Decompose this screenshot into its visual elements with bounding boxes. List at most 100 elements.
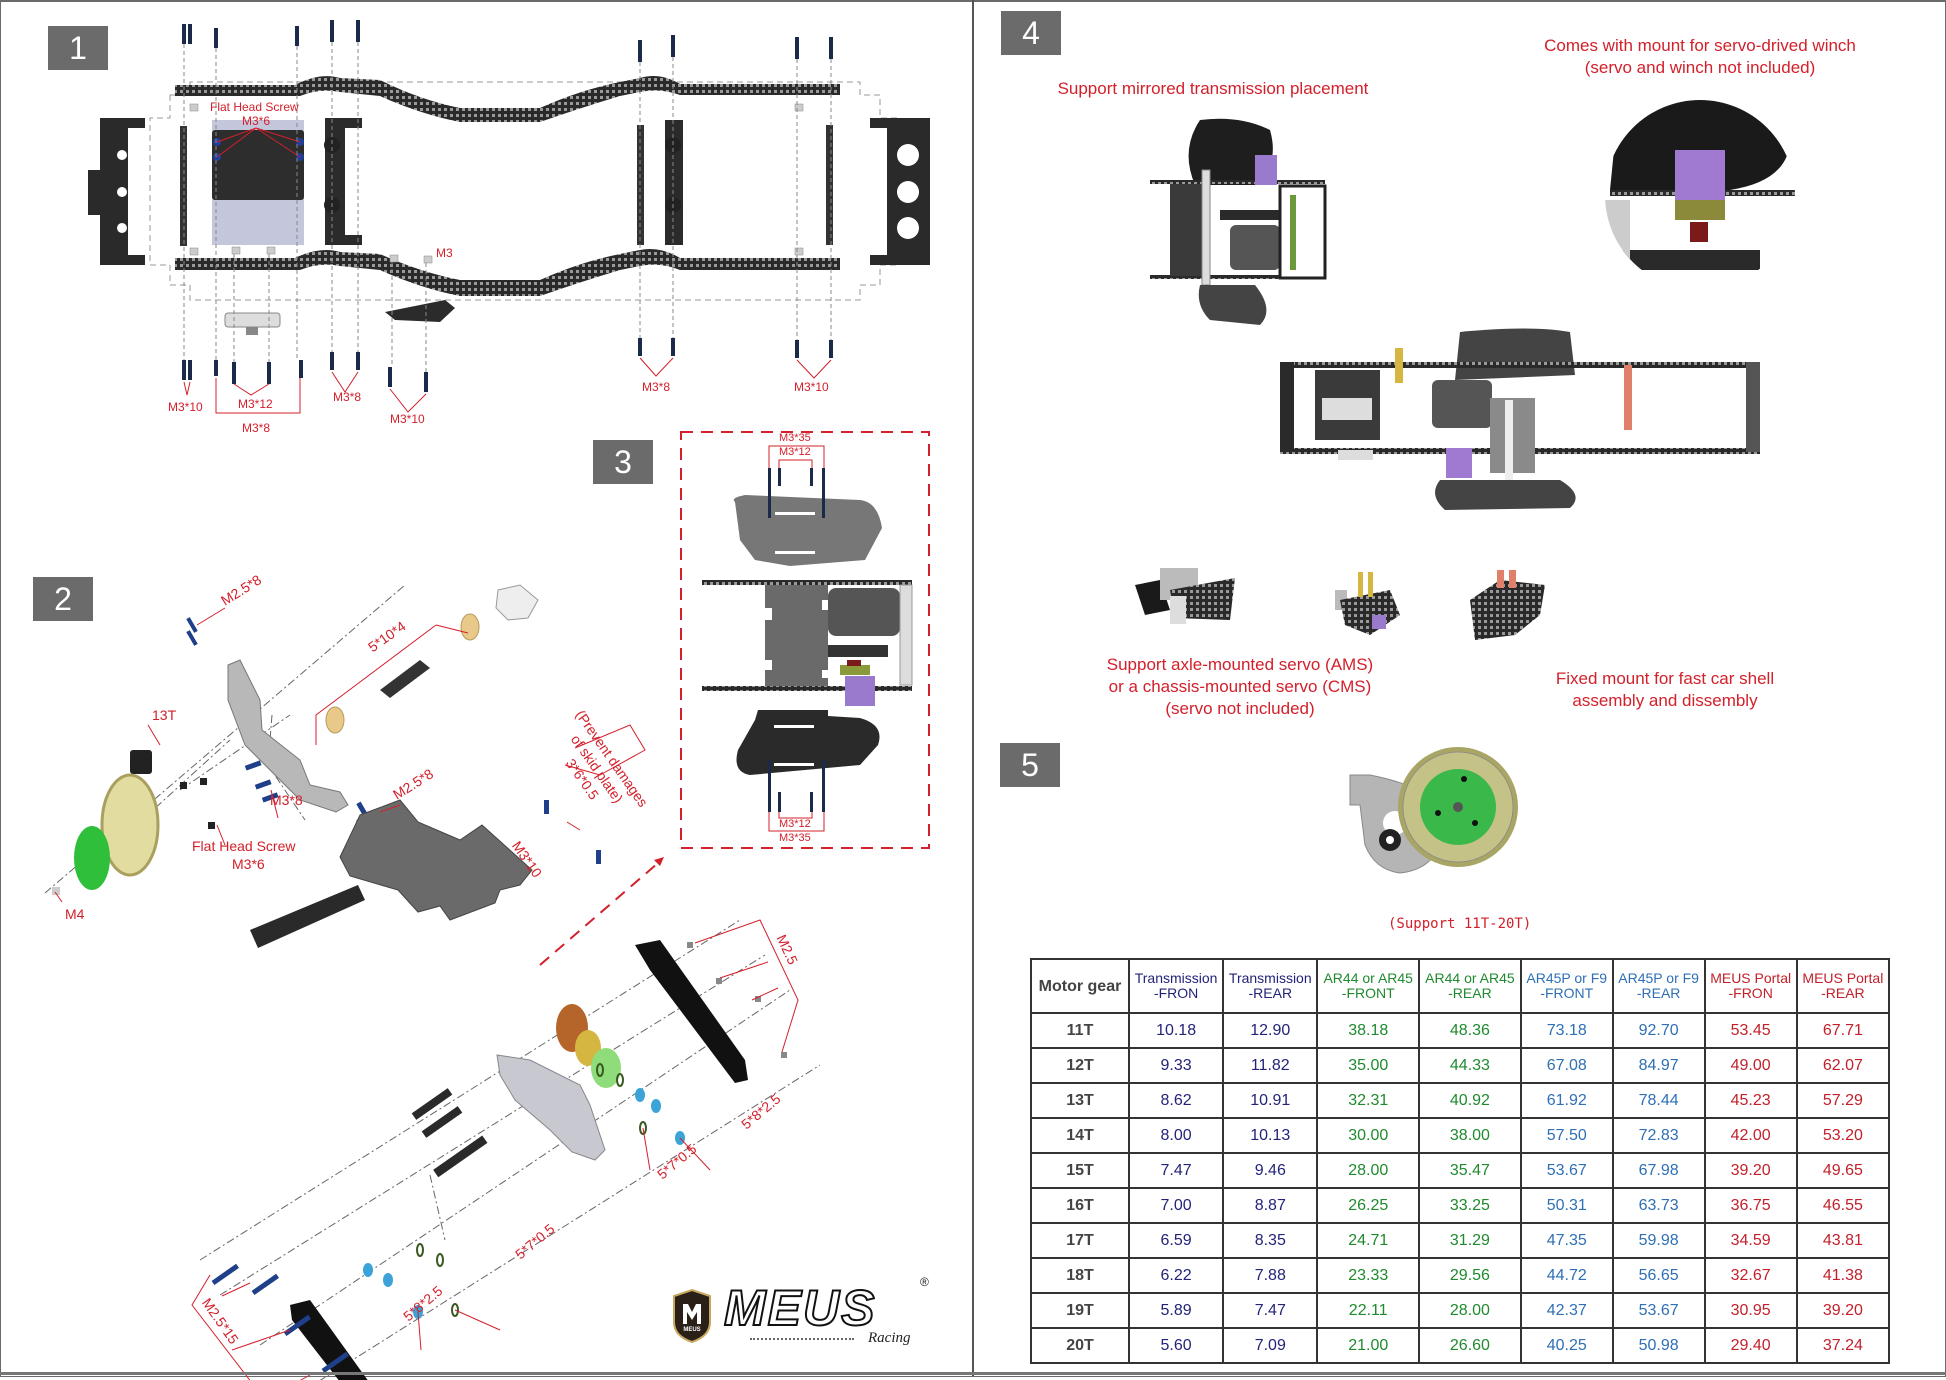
driveshaft xyxy=(250,885,365,948)
cell-meus-portal-rear: 41.38 xyxy=(1795,1257,1891,1294)
output-shaft xyxy=(380,660,430,698)
motor xyxy=(828,588,900,636)
cell-ar45p-rear: 92.70 xyxy=(1611,1012,1706,1049)
transfer-plate-front xyxy=(290,1300,368,1380)
cell-meus-portal-front: 53.45 xyxy=(1703,1012,1798,1049)
cell-transmission-rear: 10.91 xyxy=(1222,1082,1319,1119)
header-line1: MEUS Portal xyxy=(1802,970,1884,986)
cell-ar45p-front: 44.72 xyxy=(1519,1257,1614,1294)
cell-ar44-rear: 38.00 xyxy=(1418,1117,1522,1154)
cell-meus-portal-rear: 37.24 xyxy=(1795,1327,1891,1364)
header-ar44-rear: AR44 or AR45-REAR xyxy=(1418,958,1522,1014)
header-motor-gear: Motor gear xyxy=(1030,958,1130,1014)
cell-transmission-front: 7.00 xyxy=(1127,1187,1225,1224)
header-line2: -FRON xyxy=(1728,985,1773,1001)
header-line1: AR44 or AR45 xyxy=(1323,970,1413,986)
cell-motor-gear: 17T xyxy=(1030,1222,1130,1259)
cell-ar45p-front: 47.35 xyxy=(1519,1222,1614,1259)
cell-transmission-front: 5.60 xyxy=(1127,1327,1225,1364)
cell-meus-portal-front: 30.95 xyxy=(1703,1292,1798,1329)
header-ar44-front: AR44 or AR45-FRONT xyxy=(1316,958,1421,1014)
step-badge-5: 5 xyxy=(1000,743,1060,787)
logo-speed-lines xyxy=(750,1338,854,1344)
cell-meus-portal-rear: 43.81 xyxy=(1795,1222,1891,1259)
cell-transmission-rear: 11.82 xyxy=(1222,1047,1319,1084)
cell-ar45p-rear: 56.65 xyxy=(1611,1257,1706,1294)
cell-ar44-rear: 29.56 xyxy=(1418,1257,1522,1294)
header-line1: MEUS Portal xyxy=(1710,970,1792,986)
skid-bracket xyxy=(385,300,455,322)
caption-winch-mount: Comes with mount for servo-drived winch … xyxy=(1520,35,1880,79)
cell-ar44-front: 38.18 xyxy=(1316,1012,1421,1049)
header-transmission-rear: Transmission-REAR xyxy=(1222,958,1319,1014)
step5-gear-mount-image xyxy=(1349,747,1518,874)
cell-ar44-rear: 40.92 xyxy=(1418,1082,1522,1119)
page-bottom-rule xyxy=(0,1372,1946,1375)
step-badge-1: 1 xyxy=(48,26,108,70)
cell-ar45p-front: 53.67 xyxy=(1519,1152,1614,1189)
header-line1: Motor gear xyxy=(1038,977,1122,995)
caption-servo-line1: Support axle-mounted servo (AMS) xyxy=(1106,655,1374,674)
step4-shell-mount-image-left xyxy=(1335,572,1400,635)
cell-ar45p-front: 67.08 xyxy=(1519,1047,1614,1084)
cell-ar45p-front: 42.37 xyxy=(1519,1292,1614,1329)
bearing-5x10x4 xyxy=(325,706,345,734)
cell-meus-portal-rear: 57.29 xyxy=(1795,1082,1891,1119)
cell-meus-portal-rear: 46.55 xyxy=(1795,1187,1891,1224)
cell-ar44-rear: 48.36 xyxy=(1418,1012,1522,1049)
cell-meus-portal-rear: 67.71 xyxy=(1795,1012,1891,1049)
cell-ar44-front: 26.25 xyxy=(1316,1187,1421,1224)
cell-ar45p-rear: 63.73 xyxy=(1611,1187,1706,1224)
header-line2: -FRONT xyxy=(1341,985,1395,1001)
header-line2: -FRONT xyxy=(1540,985,1594,1001)
cell-meus-portal-rear: 62.07 xyxy=(1795,1047,1891,1084)
cell-meus-portal-rear: 39.20 xyxy=(1795,1292,1891,1329)
logo-racing-text: Racing xyxy=(868,1330,911,1346)
header-meus-portal-rear: MEUS Portal-REAR xyxy=(1795,958,1891,1014)
transfer-case xyxy=(496,1054,606,1161)
pinion-13t xyxy=(130,750,152,774)
cell-transmission-front: 6.59 xyxy=(1127,1222,1225,1259)
cell-ar44-front: 35.00 xyxy=(1316,1047,1421,1084)
label-bottom-m3x12: M3*12 xyxy=(779,818,811,830)
cell-ar45p-front: 50.31 xyxy=(1519,1187,1614,1224)
cell-meus-portal-front: 39.20 xyxy=(1703,1152,1798,1189)
label-top-m3x12: M3*12 xyxy=(779,446,811,458)
label-m3x6-2: M3*6 xyxy=(232,856,265,872)
skid-plate xyxy=(339,799,533,921)
cell-transmission-rear: 12.90 xyxy=(1222,1012,1319,1049)
upper-frame-rail xyxy=(175,76,840,122)
header-meus-portal-front: MEUS Portal-FRON xyxy=(1703,958,1798,1014)
caption-servo-line2: or a chassis-mounted servo (CMS) xyxy=(1108,677,1372,696)
cell-meus-portal-front: 32.67 xyxy=(1703,1257,1798,1294)
cell-ar44-rear: 44.33 xyxy=(1418,1047,1522,1084)
m4-nut xyxy=(52,887,60,895)
cell-ar44-front: 21.00 xyxy=(1316,1327,1421,1364)
cell-ar44-rear: 26.60 xyxy=(1418,1327,1522,1364)
cell-transmission-front: 8.62 xyxy=(1127,1082,1225,1119)
header-line2: -REAR xyxy=(1821,985,1865,1001)
step4-winch-mount-image xyxy=(1605,100,1795,290)
label-flat-head-screw-2: Flat Head Screw xyxy=(192,838,296,854)
label-m3: M3 xyxy=(436,246,453,260)
transfer-gear-green xyxy=(591,1048,621,1088)
cell-transmission-front: 9.33 xyxy=(1127,1047,1225,1084)
cell-motor-gear: 14T xyxy=(1030,1117,1130,1154)
cell-motor-gear: 15T xyxy=(1030,1152,1130,1189)
cell-ar45p-rear: 50.98 xyxy=(1611,1327,1706,1364)
cell-meus-portal-front: 29.40 xyxy=(1703,1327,1798,1364)
bottom-skid-plate xyxy=(736,710,880,775)
label-m3x10-mid: M3*10 xyxy=(390,412,425,426)
servo xyxy=(845,676,875,706)
cell-transmission-front: 8.00 xyxy=(1127,1117,1225,1154)
cell-motor-gear: 19T xyxy=(1030,1292,1130,1329)
cell-ar44-front: 24.71 xyxy=(1316,1222,1421,1259)
label-m3x8-bracket: M3*8 xyxy=(242,421,271,435)
caption-winch-line2: (servo and winch not included) xyxy=(1584,58,1816,77)
